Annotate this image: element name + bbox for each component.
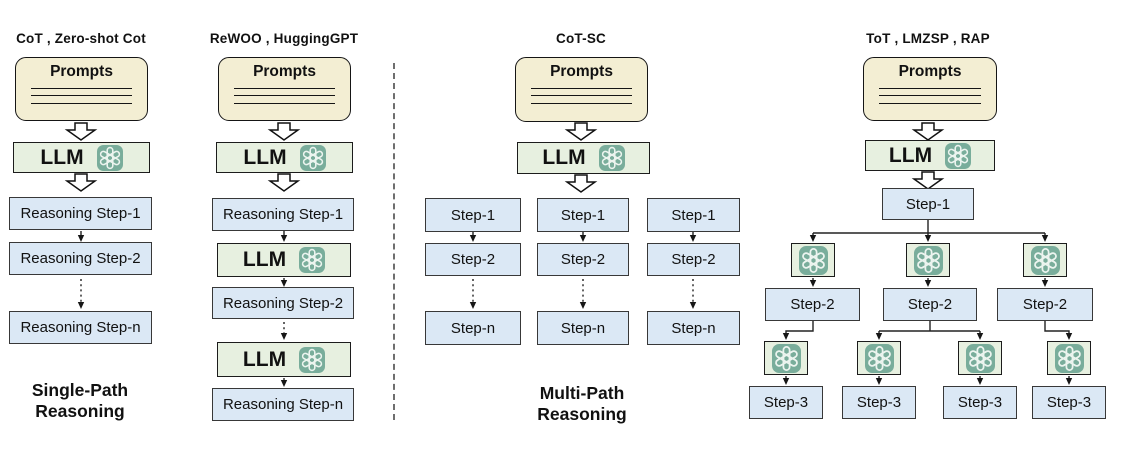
- prompts-label: Prompts: [50, 63, 113, 80]
- step-box: Step-2: [425, 243, 521, 276]
- step-box: Step-2: [997, 288, 1093, 321]
- caption-line: Reasoning: [537, 403, 627, 424]
- llm-node: [906, 243, 950, 277]
- openai-logo-icon: [96, 144, 123, 171]
- openai-logo-icon: [945, 142, 972, 169]
- prompts-box: Prompts: [218, 57, 351, 121]
- caption-line: Single-Path: [31, 380, 129, 400]
- prompts-label: Prompts: [898, 63, 962, 80]
- prompts-box: Prompts: [515, 57, 648, 122]
- llm-node: [1047, 341, 1091, 375]
- caption-line: Reasoning: [35, 400, 125, 421]
- caption-line: Multi-Path: [539, 383, 625, 403]
- prompt-text-lines: [879, 88, 981, 110]
- openai-logo-icon: [299, 144, 326, 171]
- llm-box: LLM: [13, 142, 150, 173]
- prompt-text-lines: [531, 88, 632, 110]
- openai-logo-icon: [598, 145, 625, 171]
- step-box: Step-3: [943, 386, 1017, 419]
- llm-label: LLM: [242, 248, 287, 271]
- prompts-box: Prompts: [863, 57, 997, 121]
- prompts-box: Prompts: [15, 57, 148, 121]
- reasoning-step-box: Reasoning Step-n: [212, 388, 354, 421]
- prompt-text-lines: [31, 88, 132, 110]
- llm-label: LLM: [542, 146, 586, 169]
- openai-logo-icon: [798, 245, 828, 275]
- openai-logo-icon: [1030, 245, 1060, 275]
- step-box: Step-1: [647, 198, 740, 232]
- step-box: Step-3: [842, 386, 916, 419]
- step-box: Step-2: [883, 288, 977, 321]
- openai-logo-icon: [913, 245, 943, 275]
- step-box: Step-2: [537, 243, 629, 276]
- openai-logo-icon: [864, 343, 894, 373]
- step-box: Step-1: [537, 198, 629, 232]
- openai-logo-icon: [965, 343, 995, 373]
- step-box: Step-n: [647, 311, 740, 345]
- openai-logo-icon: [299, 346, 326, 373]
- llm-node: [791, 243, 835, 277]
- section-divider: [393, 63, 395, 420]
- llm-node: [1023, 243, 1067, 277]
- step-box: Step-1: [882, 188, 974, 220]
- llm-node: [764, 341, 808, 375]
- method-header-rewoo: ReWOO , HuggingGPT: [209, 31, 359, 46]
- llm-node: [857, 341, 901, 375]
- llm-box: LLM: [865, 140, 995, 171]
- llm-label: LLM: [40, 145, 84, 169]
- reasoning-step-box: Reasoning Step-2: [212, 287, 354, 319]
- reasoning-step-box: Reasoning Step-n: [9, 311, 152, 344]
- llm-node: [958, 341, 1002, 375]
- openai-logo-icon: [299, 247, 326, 273]
- llm-box: LLM: [216, 142, 353, 173]
- single-path-caption: Single-Path Reasoning: [32, 380, 128, 421]
- step-box: Step-3: [749, 386, 823, 419]
- llm-label: LLM: [888, 143, 933, 167]
- llm-label: LLM: [242, 347, 287, 371]
- step-box: Step-n: [425, 311, 521, 345]
- llm-box: LLM: [517, 142, 650, 174]
- reasoning-step-box: Reasoning Step-1: [9, 197, 152, 230]
- reasoning-step-box: Reasoning Step-2: [9, 242, 152, 275]
- llm-box: LLM: [217, 243, 351, 277]
- llm-label: LLM: [243, 145, 287, 169]
- llm-box: LLM: [217, 342, 351, 377]
- step-box: Step-3: [1032, 386, 1106, 419]
- method-header-cotsc: CoT-SC: [556, 31, 606, 46]
- openai-logo-icon: [1054, 343, 1084, 373]
- prompts-label: Prompts: [550, 63, 613, 80]
- method-header-tot: ToT , LMZSP , RAP: [866, 31, 990, 46]
- step-box: Step-2: [647, 243, 740, 276]
- openai-logo-icon: [771, 343, 801, 373]
- multi-path-caption: Multi-Path Reasoning: [537, 383, 626, 424]
- prompts-label: Prompts: [253, 63, 316, 80]
- step-box: Step-2: [765, 288, 860, 321]
- method-header-cot: CoT , Zero-shot Cot: [16, 31, 146, 46]
- step-box: Step-1: [425, 198, 521, 232]
- prompt-text-lines: [234, 88, 335, 110]
- step-box: Step-n: [537, 311, 629, 345]
- reasoning-step-box: Reasoning Step-1: [212, 198, 354, 231]
